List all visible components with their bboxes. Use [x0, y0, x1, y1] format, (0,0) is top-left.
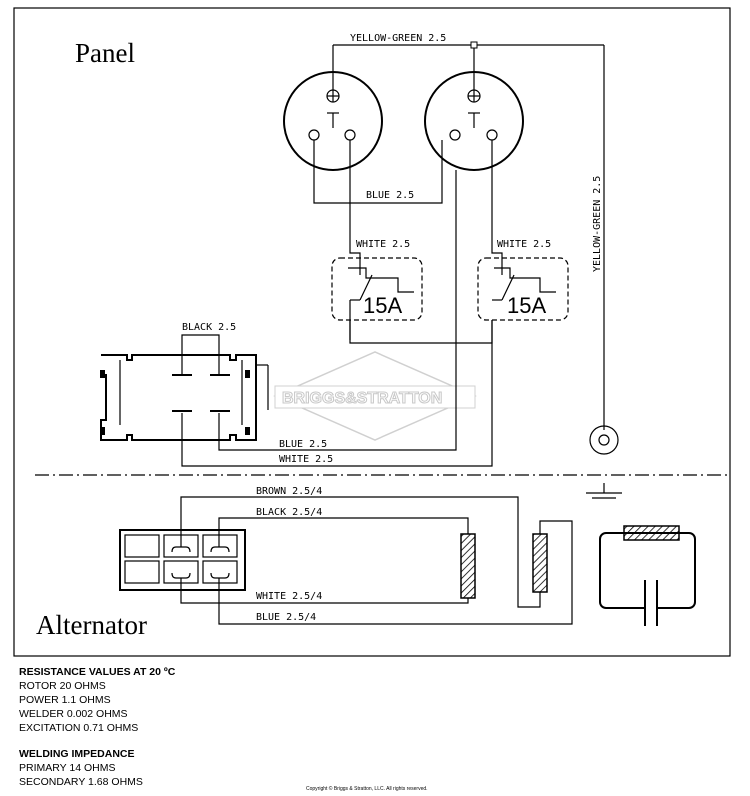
blue-wire-alt — [218, 520, 573, 625]
svg-text:BRIGGS&STRATTON: BRIGGS&STRATTON — [282, 390, 442, 407]
alternator-label: Alternator — [36, 610, 147, 640]
copyright-text: Copyright © Briggs & Stratton, LLC. All … — [306, 786, 428, 792]
ground-symbol-icon — [586, 483, 622, 499]
note-power: POWER 1.1 OHMS — [19, 694, 111, 706]
note-welder: WELDER 0.002 OHMS — [19, 708, 128, 720]
impedance-heading: WELDING IMPEDANCE — [19, 748, 135, 760]
note-excitation: EXCITATION 0.71 OHMS — [19, 722, 139, 734]
panel-connector — [100, 334, 269, 441]
black-wire-alt — [218, 517, 469, 547]
resistance-notes: RESISTANCE VALUES AT 20 ºC ROTOR 20 OHMS… — [19, 665, 175, 789]
wire-label-white-alt: WHITE 2.5/4 — [256, 591, 322, 602]
welder-winding — [532, 533, 548, 593]
note-secondary: SECONDARY 1.68 OHMS — [19, 776, 143, 788]
wire-label-black-alt: BLACK 2.5/4 — [256, 507, 322, 518]
breaker-right-rating: 15A — [507, 293, 546, 318]
wire-label-blue-alt: BLUE 2.5/4 — [256, 612, 316, 623]
wire-label-white-bottom: WHITE 2.5 — [279, 454, 333, 465]
white-wire-alt — [180, 578, 469, 604]
rotor-excitation — [599, 525, 696, 626]
breaker-left — [331, 257, 423, 340]
note-rotor: ROTOR 20 OHMS — [19, 680, 106, 692]
alternator-connector — [119, 529, 246, 591]
note-primary: PRIMARY 14 OHMS — [19, 762, 116, 774]
wire-label-blue-bottom: BLUE 2.5 — [279, 439, 327, 450]
wire-label-yellow-green-top: YELLOW-GREEN 2.5 — [350, 33, 446, 44]
wire-label-white-left: WHITE 2.5 — [356, 239, 410, 250]
brown-wire — [180, 496, 541, 608]
wire-label-black-connector: BLACK 2.5 — [182, 322, 236, 333]
blue-to-connector — [218, 170, 457, 451]
breaker-left-output — [349, 320, 493, 344]
blue-receptacle-link — [313, 140, 443, 204]
panel-label: Panel — [75, 38, 135, 68]
wire-label-brown: BROWN 2.5/4 — [256, 486, 322, 497]
diagram-frame — [13, 7, 731, 657]
wire-label-yellow-green-side: YELLOW-GREEN 2.5 — [592, 176, 603, 272]
breaker-left-rating: 15A — [363, 293, 402, 318]
resistance-heading: RESISTANCE VALUES AT 20 ºC — [19, 666, 176, 678]
wire-label-white-right: WHITE 2.5 — [497, 239, 551, 250]
breaker-right — [477, 257, 569, 321]
wire-label-blue-receptacles: BLUE 2.5 — [366, 190, 414, 201]
brand-watermark: BRIGGS&STRATTON — [273, 351, 477, 441]
white-wire-left — [349, 140, 361, 275]
ground-wiring — [332, 41, 619, 455]
white-wire-right — [491, 140, 503, 275]
power-winding — [460, 533, 476, 599]
